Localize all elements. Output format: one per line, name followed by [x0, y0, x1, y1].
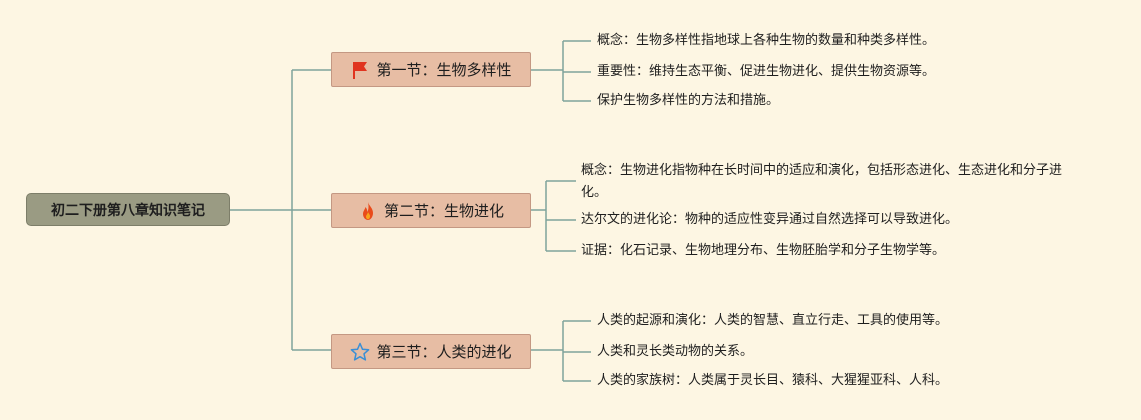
leaf-item[interactable]: 人类和灵长类动物的关系。 — [597, 344, 754, 359]
leaf-item[interactable]: 概念：生物进化指物种在长时间中的适应和演化，包括形态进化、生态进化和分子进化。 — [581, 163, 1063, 200]
leaf-item[interactable]: 重要性：维持生态平衡、促进生物进化、提供生物资源等。 — [597, 64, 936, 79]
leaf-item[interactable]: 人类的起源和演化：人类的智慧、直立行走、工具的使用等。 — [597, 313, 949, 328]
leaf-item[interactable]: 概念：生物多样性指地球上各种生物的数量和种类多样性。 — [597, 33, 936, 48]
section-node-biodiversity[interactable]: 第一节：生物多样性 — [331, 52, 531, 87]
star-outline-icon — [350, 342, 370, 362]
leaf-item[interactable]: 人类的家族树：人类属于灵长目、猿科、大猩猩亚科、人科。 — [597, 373, 949, 388]
section-title: 第二节：生物进化 — [383, 202, 504, 220]
root-node[interactable]: 初二下册第八章知识笔记 — [26, 193, 230, 226]
leaf-item[interactable]: 达尔文的进化论：物种的适应性变异通过自然选择可以导致进化。 — [581, 212, 959, 227]
section-node-human-evolution[interactable]: 第三节：人类的进化 — [331, 334, 531, 369]
section-title: 第一节：生物多样性 — [376, 61, 512, 79]
leaf-item[interactable]: 证据：化石记录、生物地理分布、生物胚胎学和分子生物学等。 — [581, 243, 946, 258]
leaf-item[interactable]: 保护生物多样性的方法和措施。 — [597, 93, 780, 108]
section-node-evolution[interactable]: 第二节：生物进化 — [331, 193, 531, 228]
red-flag-icon — [350, 60, 370, 80]
root-node-label: 初二下册第八章知识笔记 — [51, 202, 205, 219]
section-title: 第三节：人类的进化 — [376, 343, 512, 361]
fire-icon — [358, 201, 378, 221]
